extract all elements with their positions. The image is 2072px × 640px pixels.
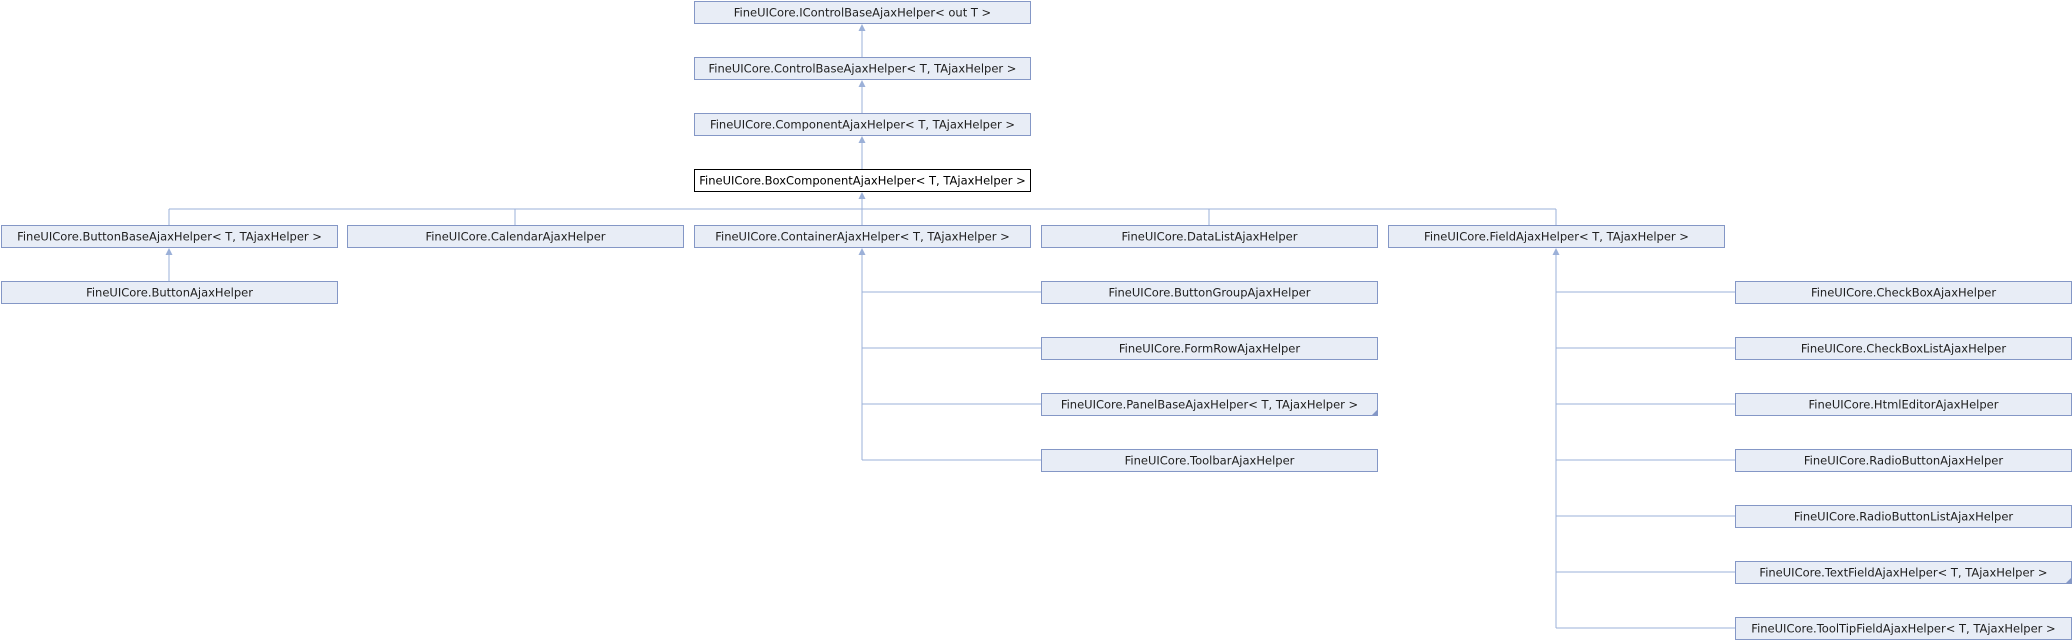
class-label: FineUICore.ButtonGroupAjaxHelper <box>1109 286 1311 300</box>
class-box <box>1041 225 1378 248</box>
arrowhead-icon <box>858 24 866 31</box>
edge-group-field <box>1552 248 1735 629</box>
edge-group-button-base <box>165 248 173 281</box>
class-label: FineUICore.DataListAjaxHelper <box>1122 230 1298 244</box>
class-node-panel-base[interactable]: FineUICore.PanelBaseAjaxHelper< T, TAjax… <box>1041 393 1378 416</box>
class-node-field[interactable]: FineUICore.FieldAjaxHelper< T, TAjaxHelp… <box>1388 225 1725 248</box>
class-label: FineUICore.RadioButtonAjaxHelper <box>1804 454 2003 468</box>
arrowhead-icon <box>1552 248 1560 255</box>
class-label: FineUICore.ControlBaseAjaxHelper< T, TAj… <box>709 62 1017 76</box>
class-node-form-row[interactable]: FineUICore.FormRowAjaxHelper <box>1041 337 1378 360</box>
class-node-tooltip-field[interactable]: FineUICore.ToolTipFieldAjaxHelper< T, TA… <box>1735 617 2072 640</box>
arrowhead-icon <box>165 248 173 255</box>
class-label: FineUICore.BoxComponentAjaxHelper< T, TA… <box>699 174 1025 188</box>
class-node-control-base[interactable]: FineUICore.ControlBaseAjaxHelper< T, TAj… <box>694 57 1031 80</box>
class-label: FineUICore.IControlBaseAjaxHelper< out T… <box>734 6 991 20</box>
class-node-radio-button[interactable]: FineUICore.RadioButtonAjaxHelper <box>1735 449 2072 472</box>
class-node-button-base[interactable]: FineUICore.ButtonBaseAjaxHelper< T, TAja… <box>1 225 338 248</box>
class-node-checkbox-list[interactable]: FineUICore.CheckBoxListAjaxHelper <box>1735 337 2072 360</box>
class-label: FineUICore.FormRowAjaxHelper <box>1119 342 1301 356</box>
class-box <box>1041 281 1378 304</box>
class-node-icontrol-base[interactable]: FineUICore.IControlBaseAjaxHelper< out T… <box>694 1 1031 24</box>
more-descendants-icon <box>2065 577 2072 584</box>
class-box <box>1 225 338 248</box>
edge-group-container <box>858 248 1041 461</box>
class-node-calendar[interactable]: FineUICore.CalendarAjaxHelper <box>347 225 684 248</box>
edge-group-component <box>858 136 866 169</box>
class-label: FineUICore.HtmlEditorAjaxHelper <box>1809 398 1999 412</box>
class-box <box>1041 449 1378 472</box>
class-box <box>1388 225 1725 248</box>
class-label: FineUICore.TextFieldAjaxHelper< T, TAjax… <box>1759 566 2047 580</box>
edge-group-box-component <box>168 192 1557 225</box>
class-label: FineUICore.FieldAjaxHelper< T, TAjaxHelp… <box>1424 230 1689 244</box>
inheritance-edges <box>165 24 1735 629</box>
class-box <box>694 169 1031 192</box>
class-node-container[interactable]: FineUICore.ContainerAjaxHelper< T, TAjax… <box>694 225 1031 248</box>
class-node-button[interactable]: FineUICore.ButtonAjaxHelper <box>1 281 338 304</box>
class-node-radio-button-list[interactable]: FineUICore.RadioButtonListAjaxHelper <box>1735 505 2072 528</box>
class-node-button-group[interactable]: FineUICore.ButtonGroupAjaxHelper <box>1041 281 1378 304</box>
arrowhead-icon <box>858 192 866 199</box>
class-label: FineUICore.ButtonBaseAjaxHelper< T, TAja… <box>17 230 322 244</box>
class-box <box>1041 337 1378 360</box>
class-label: FineUICore.ToolbarAjaxHelper <box>1125 454 1295 468</box>
arrowhead-icon <box>858 136 866 143</box>
class-box <box>694 113 1031 136</box>
class-label: FineUICore.CalendarAjaxHelper <box>425 230 605 244</box>
class-box <box>694 1 1031 24</box>
class-label: FineUICore.CheckBoxAjaxHelper <box>1811 286 1996 300</box>
class-label: FineUICore.ButtonAjaxHelper <box>86 286 253 300</box>
class-label: FineUICore.CheckBoxListAjaxHelper <box>1801 342 2006 356</box>
class-label: FineUICore.ComponentAjaxHelper< T, TAjax… <box>710 118 1015 132</box>
class-label: FineUICore.PanelBaseAjaxHelper< T, TAjax… <box>1061 398 1358 412</box>
edge-group-icontrol-base <box>858 24 866 57</box>
class-label: FineUICore.ToolTipFieldAjaxHelper< T, TA… <box>1751 622 2055 636</box>
class-box <box>1041 393 1378 416</box>
more-descendants-icon <box>1371 409 1378 416</box>
class-box <box>694 57 1031 80</box>
class-node-toolbar[interactable]: FineUICore.ToolbarAjaxHelper <box>1041 449 1378 472</box>
class-box <box>694 225 1031 248</box>
class-node-component[interactable]: FineUICore.ComponentAjaxHelper< T, TAjax… <box>694 113 1031 136</box>
class-box <box>1 281 338 304</box>
arrowhead-icon <box>858 80 866 87</box>
class-node-checkbox[interactable]: FineUICore.CheckBoxAjaxHelper <box>1735 281 2072 304</box>
class-label: FineUICore.RadioButtonListAjaxHelper <box>1794 510 2014 524</box>
class-label: FineUICore.ContainerAjaxHelper< T, TAjax… <box>715 230 1010 244</box>
class-box <box>347 225 684 248</box>
class-node-text-field[interactable]: FineUICore.TextFieldAjaxHelper< T, TAjax… <box>1735 561 2072 584</box>
edge-group-control-base <box>858 80 866 113</box>
class-node-datalist[interactable]: FineUICore.DataListAjaxHelper <box>1041 225 1378 248</box>
class-node-box-component: FineUICore.BoxComponentAjaxHelper< T, TA… <box>694 169 1031 192</box>
class-node-html-editor[interactable]: FineUICore.HtmlEditorAjaxHelper <box>1735 393 2072 416</box>
arrowhead-icon <box>858 248 866 255</box>
